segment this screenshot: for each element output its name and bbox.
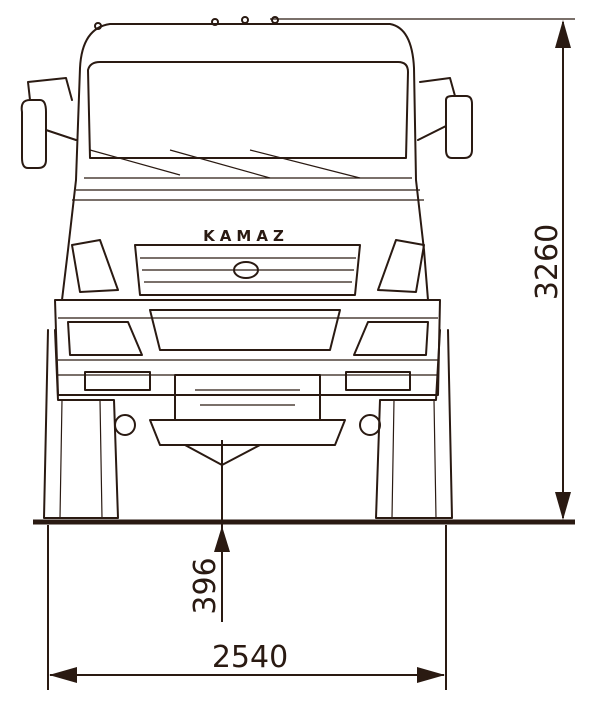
truck-cab (61, 16, 429, 301)
kamaz-logo: KAMAZ (203, 227, 289, 245)
track-width-dimension (47, 525, 447, 690)
front-axle (114, 374, 381, 466)
height-label: 3260 (530, 224, 565, 300)
mirrors (20, 77, 473, 169)
track-width-label: 2540 (212, 640, 288, 675)
height-dimension (270, 18, 575, 520)
ground-clearance-dimension (214, 440, 230, 622)
ground-clearance-label: 396 (188, 557, 223, 614)
bumper (54, 299, 441, 396)
wheels (43, 329, 453, 519)
